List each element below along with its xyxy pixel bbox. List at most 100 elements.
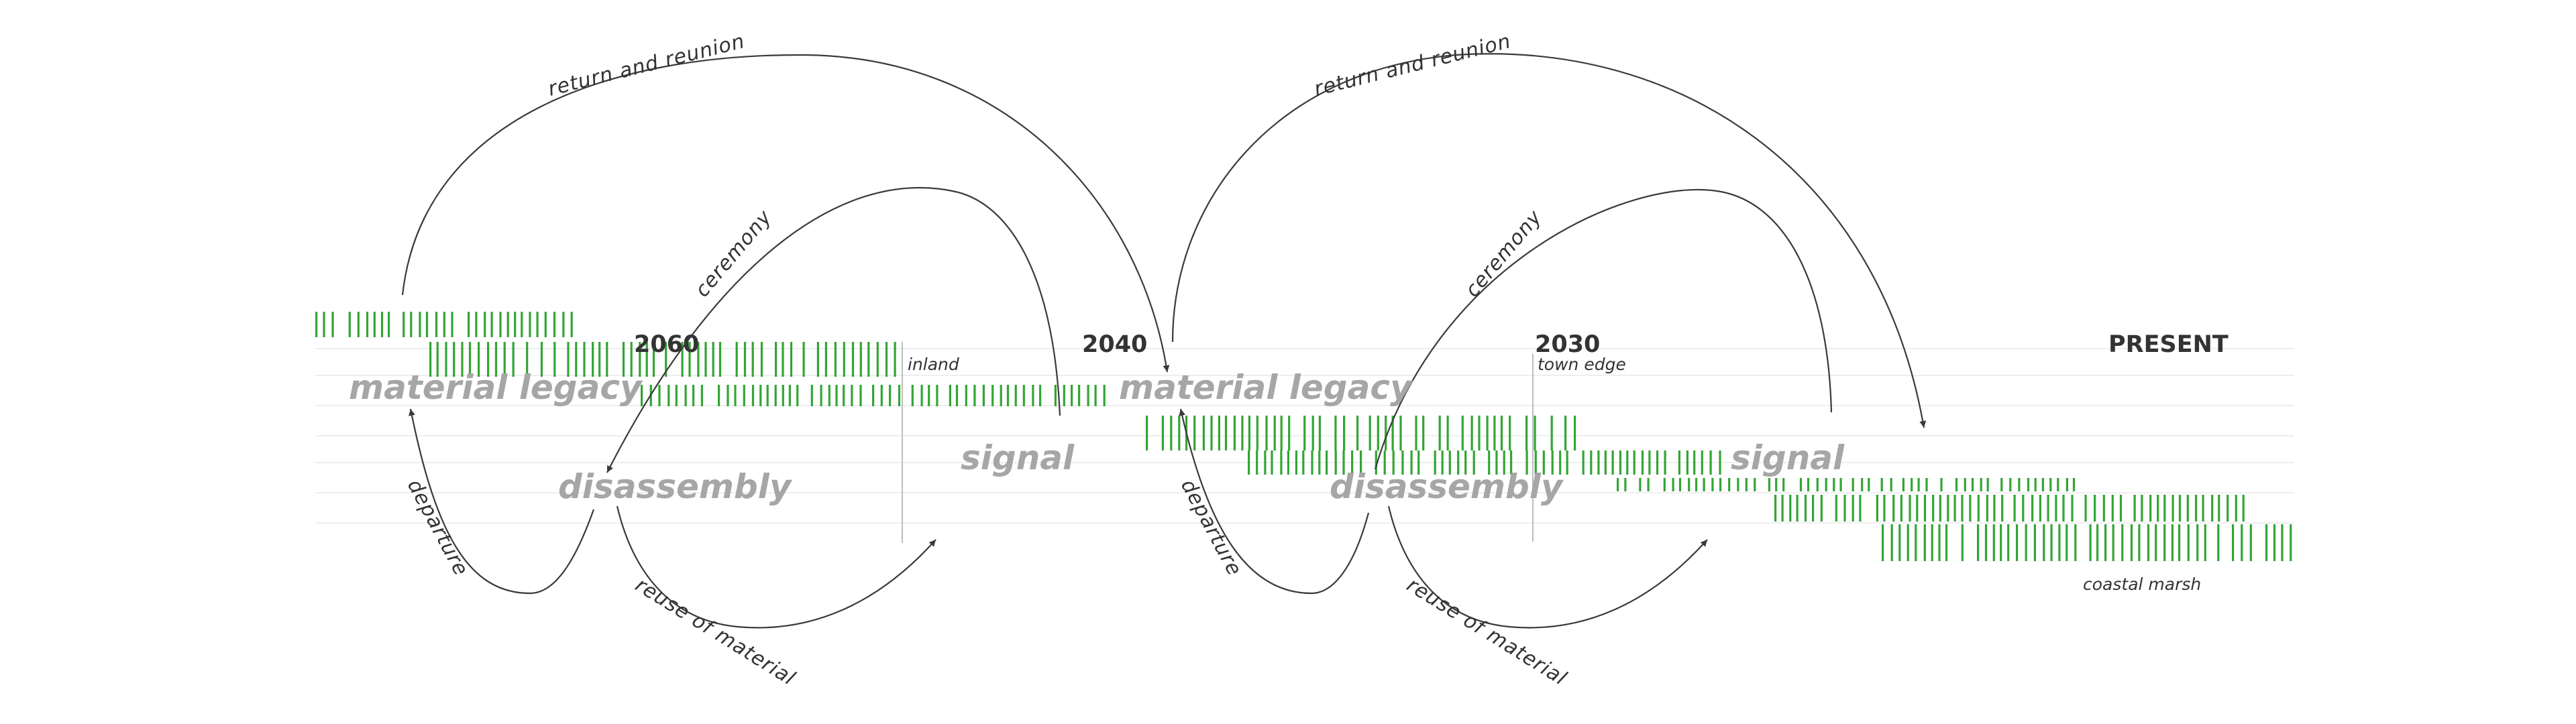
bar-row-2 [429,342,896,377]
bar-tick [1833,478,1835,491]
bar-tick [1633,450,1635,475]
bar-tick [526,342,529,377]
bar-tick [357,312,360,337]
bar-tick [2043,524,2045,561]
bar-tick [1807,478,1810,491]
bar-tick [1094,385,1097,406]
disassembly-label-right: disassembly [1330,467,1564,506]
bar-tick [1799,478,1803,491]
year-2060-label: 2060 [634,331,699,358]
bar-tick [1939,495,1941,522]
bar-tick [1861,478,1864,491]
bar-tick [1932,495,1935,522]
bar-tick [843,385,845,406]
bar-tick [1664,450,1666,475]
bar-tick [743,385,745,406]
bar-tick [1816,478,1819,491]
bar-tick [639,342,641,377]
bar-tick [468,342,472,377]
bar-tick [1000,385,1002,406]
bar-tick [1375,450,1377,475]
bar-tick [622,342,625,377]
bar-rows [315,312,2292,561]
bar-tick [1399,416,1402,450]
bar-tick [1280,416,1283,450]
bar-tick [1218,416,1220,450]
bar-tick [1434,450,1436,475]
bar-tick [2001,495,2004,522]
bar-tick [759,385,762,406]
bar-tick [1063,385,1065,406]
bar-row-8 [1882,524,2292,561]
bar-tick [2049,478,2052,491]
departure-label-left: departure [402,475,473,580]
bar-tick [1688,478,1690,491]
flow-arcs [401,53,1927,629]
bar-tick [1820,495,1823,522]
bar-tick [451,312,453,337]
bar-tick [1146,416,1148,450]
bar-tick [718,342,722,377]
bar-tick [529,312,531,337]
bar-tick [697,342,700,377]
bar-tick [1711,478,1714,491]
bar-tick [920,385,923,406]
bar-tick [2094,495,2096,522]
bar-tick [1493,416,1496,450]
bar-tick [1693,450,1696,475]
bar-tick [487,342,490,377]
bar-tick [982,385,985,406]
bar-tick [512,342,515,377]
bar-tick [1804,495,1807,522]
bar-tick [2039,495,2041,522]
bar-tick [782,342,784,377]
bar-tick [1559,450,1562,475]
bar-tick [1087,385,1089,406]
bar-tick [859,385,862,406]
bar-tick [1825,478,1827,491]
bar-tick [885,342,888,377]
reuse-of-material-label-right: reuse of material [1403,573,1571,690]
bar-tick [1457,450,1460,475]
bar-tick [2050,524,2053,561]
bar-tick [2071,495,2074,522]
bar-tick [735,342,738,377]
bar-tick [1566,450,1568,475]
bar-tick [2232,524,2235,561]
bar-tick [675,385,678,406]
bar-tick [1656,450,1659,475]
bar-tick [1728,478,1731,491]
bar-tick [2147,524,2150,561]
bar-tick [2157,495,2159,522]
bar-tick [1781,495,1784,522]
bar-tick [1392,450,1395,475]
bar-tick [1488,450,1491,475]
bar-tick [1288,416,1291,450]
bar-tick [2171,524,2174,561]
bar-tick [2000,524,2002,561]
bar-tick [540,342,543,377]
bar-tick [872,385,875,406]
present-label: PRESENT [2108,331,2229,358]
bar-tick [1401,450,1404,475]
bar-tick [1774,495,1777,522]
bar-tick [859,342,862,377]
bar-tick [1890,478,1892,491]
bar-tick [1391,416,1394,450]
ceremony-arc-right [1374,188,1833,470]
bar-tick [1945,524,1948,561]
bar-tick [894,342,896,377]
bar-tick [2065,524,2068,561]
bar-tick [1597,450,1600,475]
bar-tick [1478,416,1481,450]
reuse-of-material-arc-right [1387,505,1708,629]
bar-tick [828,385,830,406]
bar-tick [667,385,670,406]
bar-tick [2218,495,2220,522]
bar-tick [1509,416,1511,450]
bar-tick [1923,524,1926,561]
bar-tick [410,312,413,337]
bar-tick [1775,478,1778,491]
bar-tick [1977,524,1980,561]
bar-tick [461,342,464,377]
